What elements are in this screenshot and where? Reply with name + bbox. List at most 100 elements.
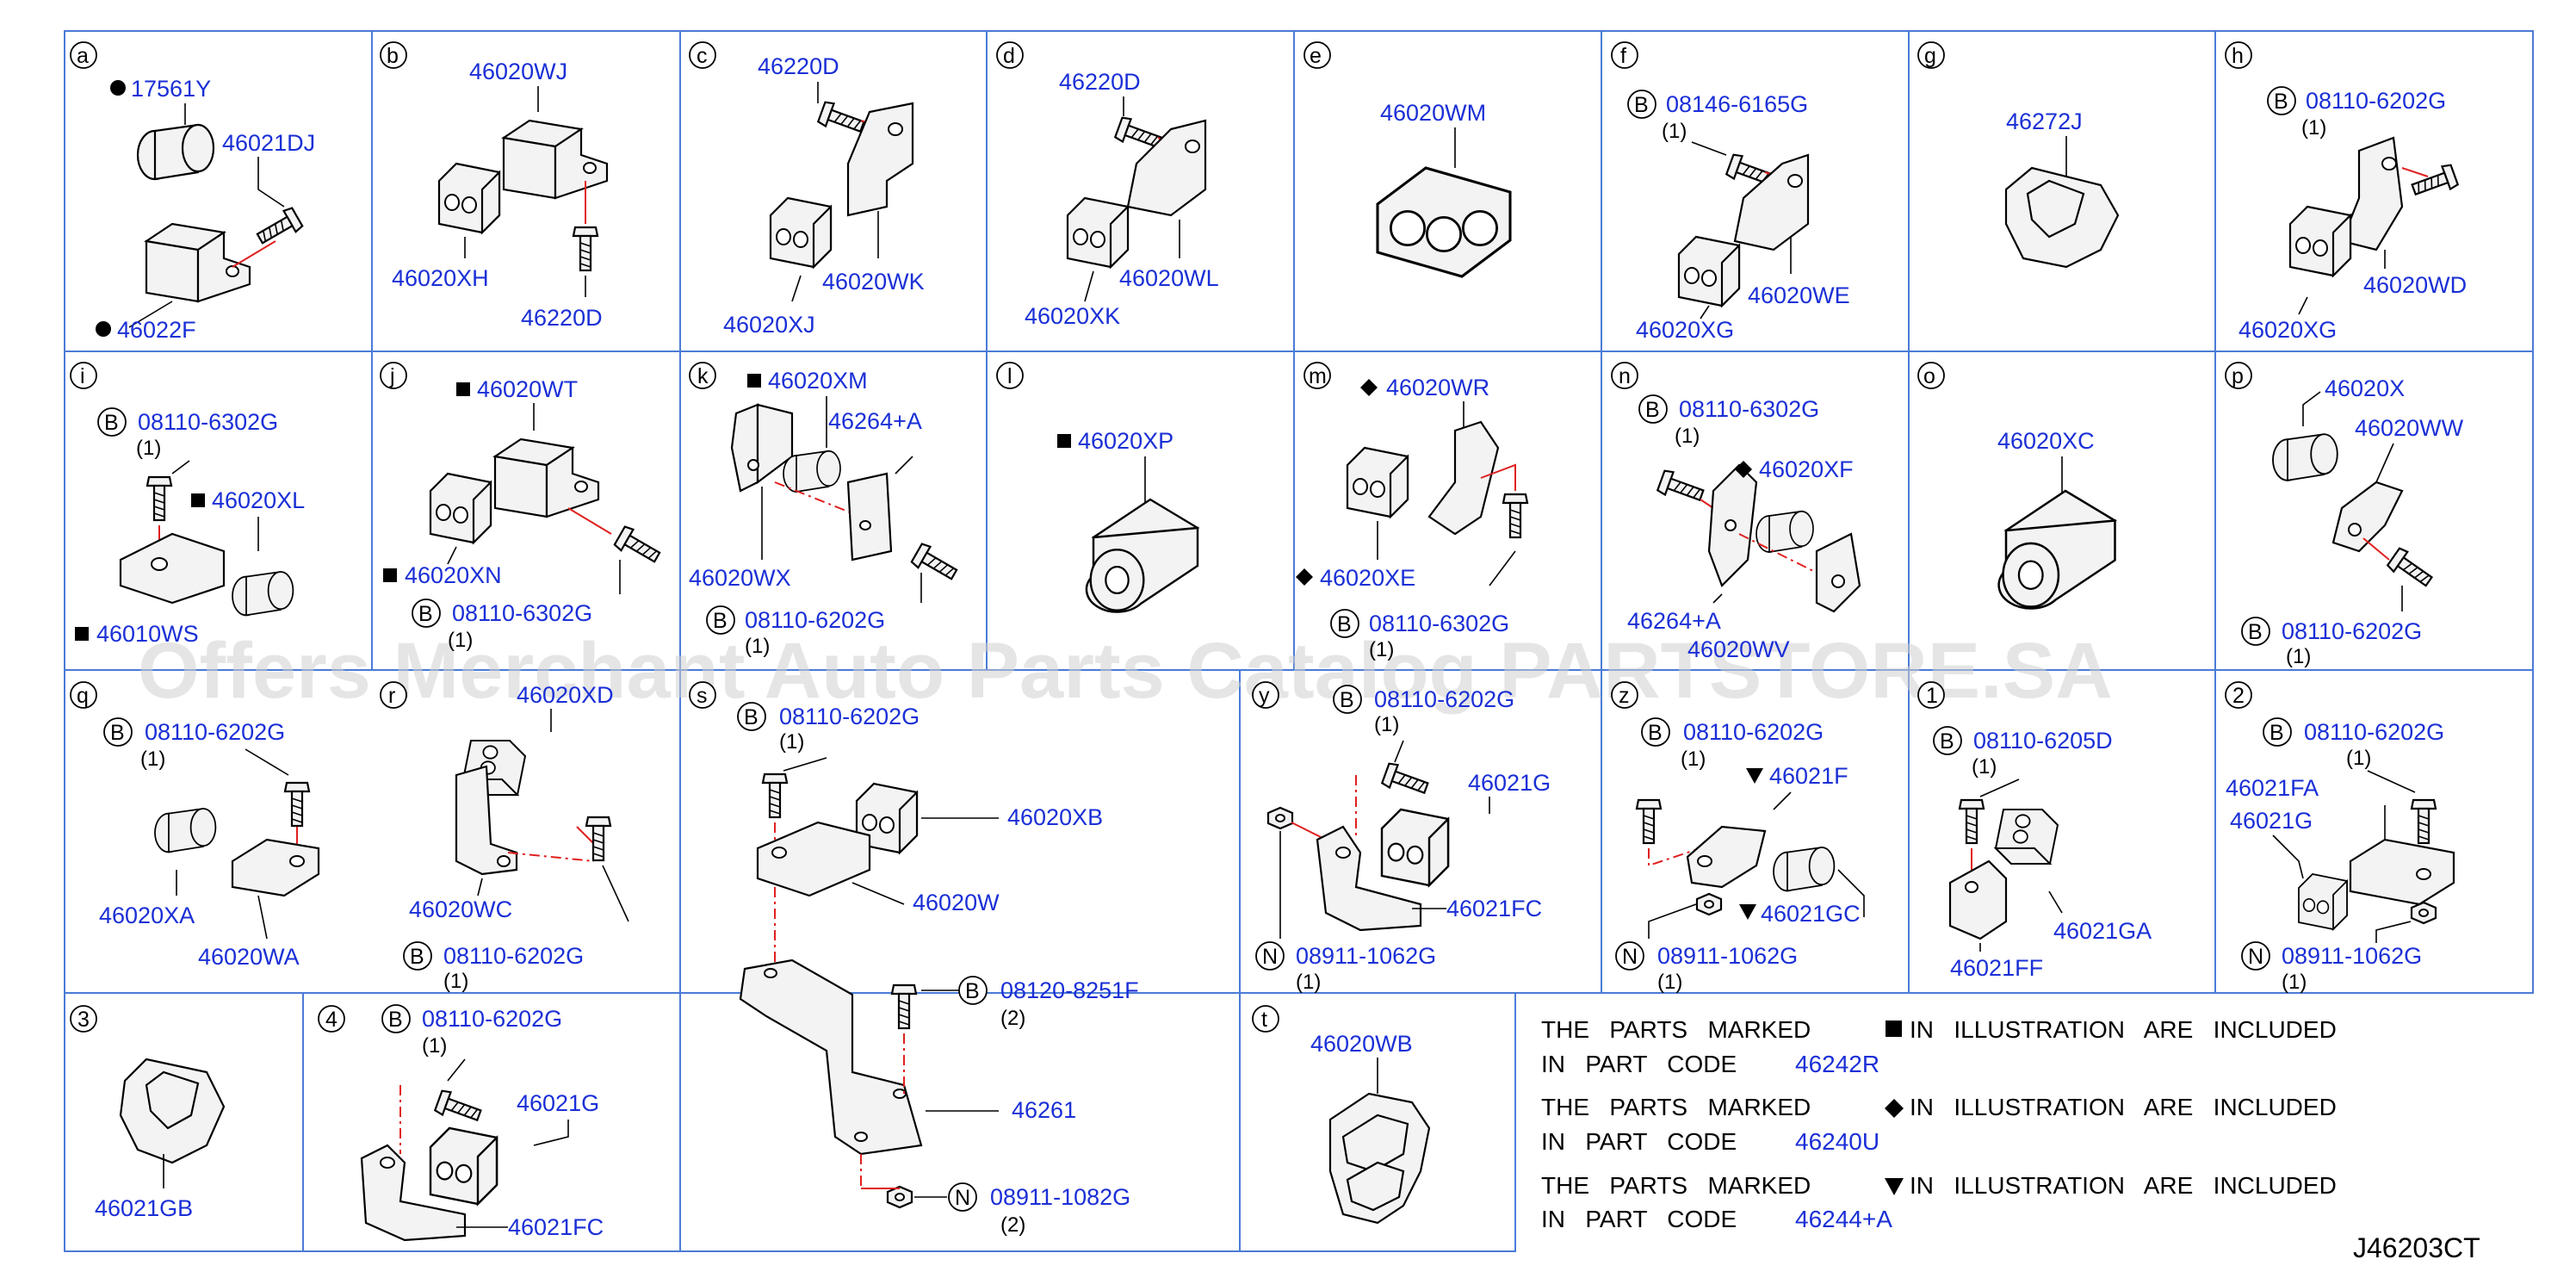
part-label[interactable]: 08110-6302G bbox=[138, 409, 278, 435]
part-label[interactable]: 08110-6202G bbox=[2306, 88, 2446, 114]
part-label[interactable]: 08911-1082G bbox=[990, 1184, 1130, 1210]
part-label[interactable]: 46020WB bbox=[1310, 1031, 1413, 1057]
part-label[interactable]: 08110-6202G bbox=[779, 704, 920, 729]
part-label[interactable]: 46020WR bbox=[1386, 375, 1489, 400]
cell-letter: c bbox=[697, 44, 708, 68]
cell-letter: f bbox=[1620, 44, 1626, 68]
part-label[interactable]: 46021GB bbox=[95, 1195, 193, 1221]
part-label[interactable]: 46021FA bbox=[2226, 775, 2319, 801]
note-code[interactable]: 46240U bbox=[1795, 1128, 1879, 1155]
part-label[interactable]: 08110-6202G bbox=[1683, 719, 1824, 745]
part-label[interactable]: 08110-6202G bbox=[2304, 719, 2444, 745]
part-label[interactable]: 46020WA bbox=[198, 944, 300, 970]
bolt-badge: B bbox=[410, 945, 424, 969]
diamond-marker-icon bbox=[1885, 1099, 1904, 1118]
part-label[interactable]: 46020WD bbox=[2363, 272, 2467, 298]
part-label[interactable]: 46020WJ bbox=[469, 59, 567, 84]
part-label[interactable]: 46010WS bbox=[96, 621, 199, 647]
part-label[interactable]: 46020WK bbox=[822, 269, 925, 295]
part-label[interactable]: 08911-1062G bbox=[1657, 943, 1798, 969]
bolt-badge: B bbox=[1940, 729, 1954, 754]
part-label[interactable]: 08110-6202G bbox=[745, 607, 885, 633]
part-label[interactable]: 46220D bbox=[521, 305, 603, 331]
part-label[interactable]: 46021F bbox=[1769, 763, 1848, 789]
part-label[interactable]: 46220D bbox=[758, 53, 839, 79]
quantity: (1) bbox=[2346, 747, 2371, 770]
part-label[interactable]: 08110-6202G bbox=[422, 1006, 562, 1032]
cell-letter: d bbox=[1003, 44, 1015, 68]
part-label[interactable]: 08110-6302G bbox=[1369, 611, 1509, 636]
part-label[interactable]: 08120-8251F bbox=[1000, 977, 1139, 1003]
part-label[interactable]: 46021G bbox=[1468, 770, 1551, 796]
part-label[interactable]: 46021GC bbox=[1761, 901, 1861, 927]
part-label[interactable]: 08146-6165G bbox=[1666, 91, 1808, 117]
part-label[interactable]: 08110-6202G bbox=[443, 943, 584, 969]
part-label[interactable]: 46020WM bbox=[1380, 100, 1486, 126]
grid-lines bbox=[64, 30, 2534, 1252]
part-label[interactable]: 46022F bbox=[117, 317, 196, 343]
part-label[interactable]: 08911-1062G bbox=[1296, 943, 1436, 969]
part-label[interactable]: 46261 bbox=[1012, 1097, 1076, 1123]
part-label[interactable]: 46020XP bbox=[1078, 428, 1173, 454]
part-label[interactable]: 08911-1062G bbox=[2282, 943, 2422, 969]
part-label[interactable]: 46020WW bbox=[2355, 415, 2464, 441]
part-label[interactable]: 46020XE bbox=[1320, 565, 1415, 591]
part-label[interactable]: 46021DJ bbox=[222, 130, 315, 156]
part-label[interactable]: 46020XA bbox=[99, 903, 195, 928]
part-label[interactable]: 46020WC bbox=[409, 896, 512, 922]
part-label[interactable]: 46020XM bbox=[768, 368, 868, 394]
nut-badge: N bbox=[955, 1186, 970, 1210]
part-label[interactable]: 46021FC bbox=[508, 1214, 604, 1240]
part-label[interactable]: 46021GA bbox=[2053, 918, 2152, 944]
part-label[interactable]: 46021FC bbox=[1446, 896, 1542, 921]
part-label[interactable]: 46264+A bbox=[1627, 608, 1721, 634]
part-label[interactable]: 08110-6205D bbox=[1973, 728, 2113, 754]
part-label[interactable]: 17561Y bbox=[131, 76, 211, 102]
part-label[interactable]: 46272J bbox=[2006, 109, 2083, 134]
cell-l: l 46020XP bbox=[996, 362, 1199, 613]
note-code[interactable]: 46242R bbox=[1795, 1051, 1879, 1077]
cell-b: b 46020WJ 46020XH 46220D bbox=[380, 41, 609, 331]
part-label[interactable]: 46021FF bbox=[1950, 955, 2043, 981]
quantity: (1) bbox=[2286, 645, 2311, 668]
cell-letter: r bbox=[388, 684, 395, 708]
note-line1: THE PARTS MARKED bbox=[1541, 1094, 1811, 1120]
quantity: (1) bbox=[1681, 748, 1706, 771]
part-label[interactable]: 08110-6302G bbox=[452, 600, 592, 626]
part-label[interactable]: 46020WT bbox=[477, 376, 578, 402]
part-label[interactable]: 46020WL bbox=[1119, 265, 1219, 291]
part-label[interactable]: 08110-6202G bbox=[145, 719, 285, 745]
quantity: (2) bbox=[1000, 1007, 1025, 1030]
part-label[interactable]: 46020XJ bbox=[723, 312, 815, 338]
part-label[interactable]: 46020XL bbox=[212, 487, 305, 513]
part-label[interactable]: 46220D bbox=[1059, 69, 1141, 95]
part-label[interactable]: 46020XC bbox=[1997, 428, 2095, 454]
part-label[interactable]: 46021G bbox=[517, 1090, 599, 1116]
part-label[interactable]: 08110-6202G bbox=[1374, 686, 1514, 712]
part-label[interactable]: 46020XG bbox=[2239, 317, 2337, 343]
part-label[interactable]: 46020XD bbox=[517, 682, 614, 708]
nut-badge: N bbox=[1622, 945, 1638, 969]
part-label[interactable]: 46020XN bbox=[405, 562, 502, 588]
part-label[interactable]: 46020W bbox=[913, 890, 1000, 915]
bolt-badge: B bbox=[1648, 721, 1663, 745]
part-label[interactable]: 46020X bbox=[2325, 375, 2405, 401]
part-label[interactable]: 46020XH bbox=[392, 265, 489, 291]
part-label[interactable]: 46020WX bbox=[689, 565, 791, 591]
cell-e: e 46020WM bbox=[1303, 41, 1512, 278]
part-label[interactable]: 46021G bbox=[2230, 808, 2313, 834]
note-code[interactable]: 46244+A bbox=[1795, 1206, 1892, 1232]
part-label[interactable]: 46264+A bbox=[828, 408, 922, 434]
part-label[interactable]: 08110-6302G bbox=[1679, 396, 1819, 422]
part-label[interactable]: 46020WE bbox=[1748, 282, 1850, 308]
part-label[interactable]: 46020XF bbox=[1759, 456, 1854, 482]
part-label[interactable]: 46020XG bbox=[1636, 317, 1734, 343]
part-label[interactable]: 08110-6202G bbox=[2282, 618, 2422, 644]
note-line1: THE PARTS MARKED bbox=[1541, 1016, 1811, 1043]
cell-d: d 46220D 46020WL 46020XK bbox=[996, 41, 1219, 329]
cell-letter: 4 bbox=[325, 1008, 337, 1032]
part-label[interactable]: 46020XK bbox=[1025, 303, 1120, 329]
cell-letter: m bbox=[1309, 364, 1327, 388]
part-label[interactable]: 46020XB bbox=[1007, 804, 1103, 830]
part-label[interactable]: 46020WV bbox=[1687, 636, 1790, 662]
